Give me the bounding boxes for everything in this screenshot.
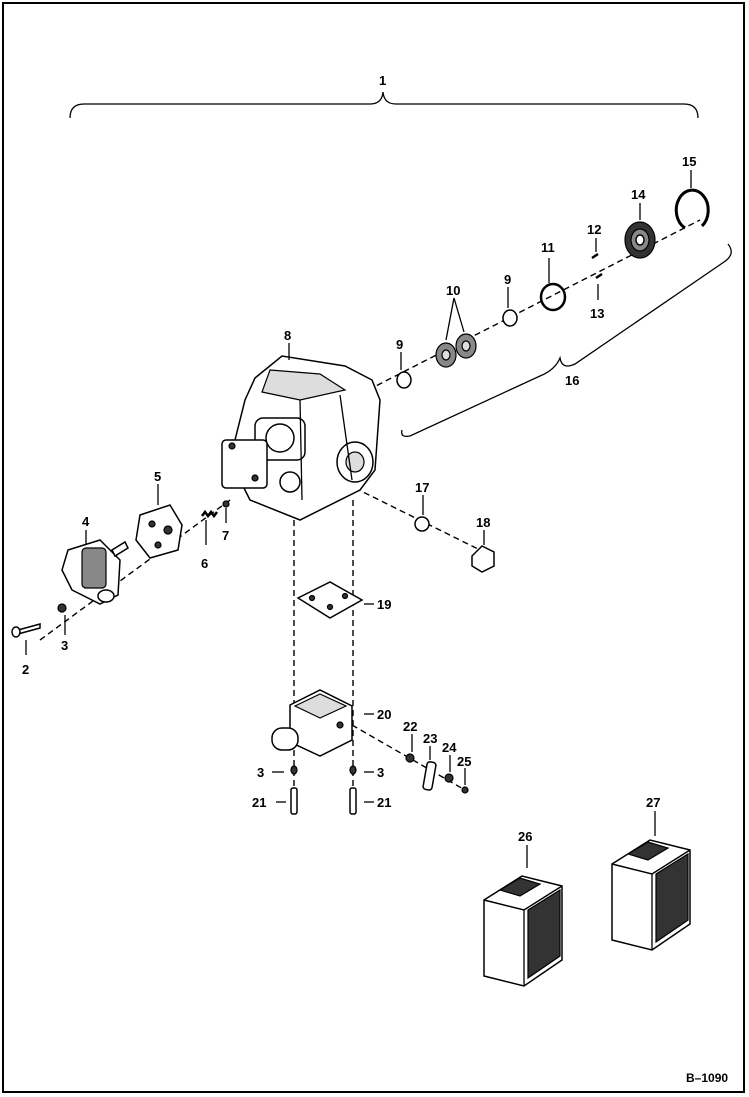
gasket-plate <box>135 504 183 559</box>
label-11: 11 <box>541 240 555 255</box>
leader-lines <box>25 170 692 868</box>
washer-3-right <box>349 765 357 775</box>
label-3-right: 3 <box>377 765 384 780</box>
label-14: 14 <box>631 187 646 202</box>
control-valve-block <box>271 689 353 757</box>
label-16: 16 <box>565 373 579 388</box>
label-2: 2 <box>22 662 29 677</box>
bolt-21-right <box>349 787 357 815</box>
label-12: 12 <box>587 222 601 237</box>
label-15: 15 <box>682 154 696 169</box>
label-9a: 9 <box>396 337 403 352</box>
o-ring-9b <box>502 309 518 327</box>
label-25: 25 <box>457 754 471 769</box>
spring-6 <box>201 509 218 519</box>
label-13: 13 <box>590 306 604 321</box>
bolt-21-left <box>290 787 298 815</box>
label-1: 1 <box>379 73 386 88</box>
seal-kit-box-26 <box>483 875 563 987</box>
seal-kit-box-27 <box>611 839 691 951</box>
shaft-seal <box>624 221 656 259</box>
label-26: 26 <box>518 829 532 844</box>
label-21-left: 21 <box>252 795 266 810</box>
washer-7 <box>222 500 230 508</box>
snap-ring-11 <box>539 282 567 312</box>
label-10: 10 <box>446 283 460 298</box>
hydrostatic-pump-housing <box>221 355 381 521</box>
nut-25 <box>461 786 469 794</box>
link-23 <box>422 761 437 791</box>
drain-plug <box>471 545 495 573</box>
o-ring-9a <box>396 371 412 389</box>
washer-3 <box>57 603 67 613</box>
valve-gasket <box>296 581 364 619</box>
ball-22 <box>405 753 415 763</box>
label-19: 19 <box>377 597 391 612</box>
label-18: 18 <box>476 515 490 530</box>
label-3: 3 <box>61 638 68 653</box>
bolt-2 <box>11 623 41 638</box>
label-23: 23 <box>423 731 437 746</box>
seal-kit-bracket <box>401 243 732 438</box>
label-8: 8 <box>284 328 291 343</box>
pin-12 <box>591 252 599 260</box>
label-22: 22 <box>403 719 417 734</box>
label-4: 4 <box>82 514 90 529</box>
label-5: 5 <box>154 469 161 484</box>
pin-13 <box>595 272 603 280</box>
washer-24 <box>444 773 454 783</box>
label-20: 20 <box>377 707 391 722</box>
retaining-ring-15 <box>674 188 710 230</box>
label-9b: 9 <box>504 272 511 287</box>
label-27: 27 <box>646 795 660 810</box>
bearing-pair <box>435 333 477 368</box>
figure-reference: B–1090 <box>686 1071 728 1085</box>
label-21-right: 21 <box>377 795 391 810</box>
label-7: 7 <box>222 528 229 543</box>
label-17: 17 <box>415 480 429 495</box>
charge-pump <box>61 539 129 605</box>
washer-3-left <box>290 765 298 775</box>
label-3-left: 3 <box>257 765 264 780</box>
o-ring-17 <box>414 516 430 532</box>
label-24: 24 <box>442 740 457 755</box>
assembly-bracket <box>69 91 699 119</box>
label-6: 6 <box>201 556 208 571</box>
plug-axis-line <box>354 487 481 551</box>
